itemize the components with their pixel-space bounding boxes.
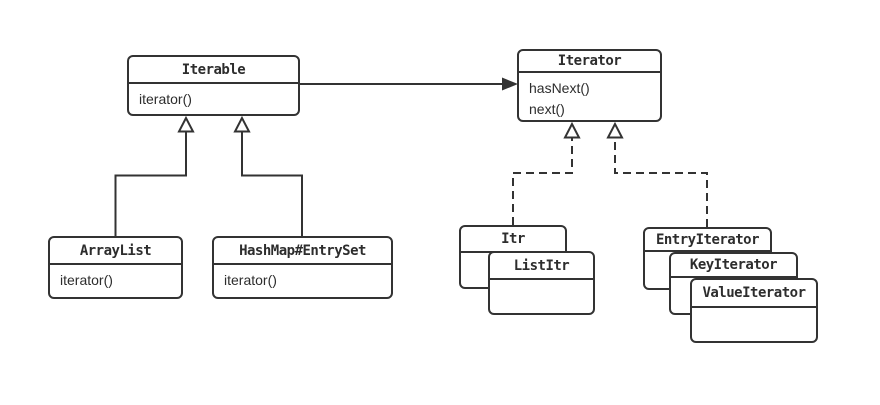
- class-title: Iterable: [129, 57, 298, 84]
- class-title: EntryIterator: [645, 229, 770, 252]
- class-title: Itr: [461, 227, 565, 253]
- association-arrow-iterable-iterator: [300, 77, 518, 91]
- class-methods: hasNext() next(): [519, 73, 660, 120]
- class-methods: iterator(): [214, 265, 391, 297]
- class-methods: [490, 280, 593, 313]
- class-methods: iterator(): [129, 84, 298, 114]
- class-title: ListItr: [490, 253, 593, 280]
- class-title: ValueIterator: [692, 280, 816, 308]
- realization-arrow-itr-iterator: [512, 121, 581, 225]
- realization-arrow-entryiterator-iterator: [606, 121, 708, 227]
- class-box-hashmap-entryset[interactable]: HashMap#EntrySet iterator(): [212, 236, 393, 299]
- class-box-listitr[interactable]: ListItr: [488, 251, 595, 315]
- class-title: ArrayList: [50, 238, 181, 265]
- class-box-valueiterator[interactable]: ValueIterator: [690, 278, 818, 343]
- generalization-arrow-arraylist-iterable: [114, 115, 195, 236]
- class-methods: iterator(): [50, 265, 181, 297]
- class-title: Iterator: [519, 51, 660, 73]
- class-title: HashMap#EntrySet: [214, 238, 391, 265]
- method-label: hasNext(): [529, 80, 590, 96]
- method-label: iterator(): [60, 272, 113, 288]
- method-label: next(): [529, 101, 565, 117]
- class-methods: [692, 308, 816, 341]
- class-box-arraylist[interactable]: ArrayList iterator(): [48, 236, 183, 299]
- generalization-arrow-hashmap-iterable: [233, 115, 303, 236]
- method-label: iterator(): [224, 272, 277, 288]
- class-box-iterable[interactable]: Iterable iterator(): [127, 55, 300, 116]
- method-label: iterator(): [139, 91, 192, 107]
- class-title: KeyIterator: [671, 254, 796, 278]
- class-box-iterator[interactable]: Iterator hasNext() next(): [517, 49, 662, 122]
